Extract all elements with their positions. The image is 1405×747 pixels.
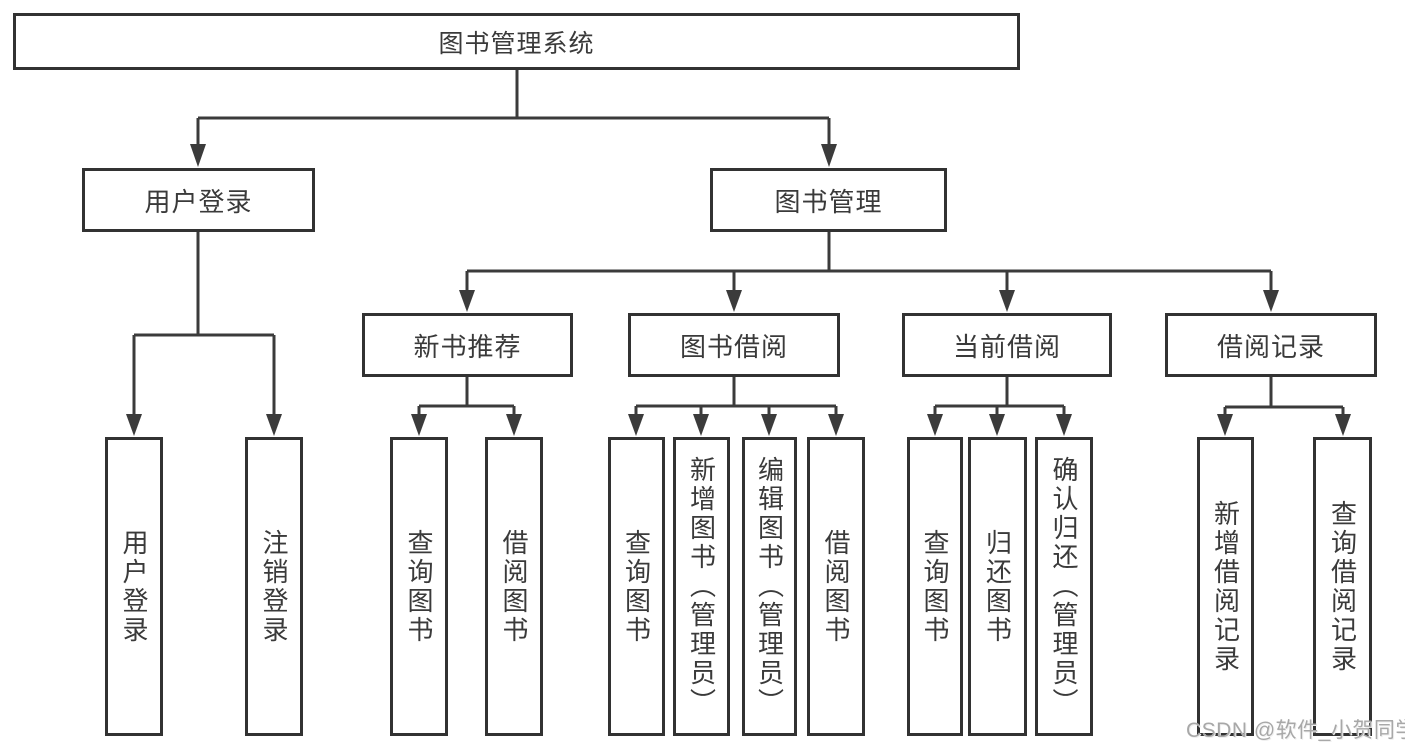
node-new-book-recommend: 新书推荐 [362,313,573,377]
node-borrow-record-label: 借阅记录 [1216,331,1325,362]
node-current-borrow: 当前借阅 [902,313,1112,377]
node-current-borrow-label: 当前借阅 [952,331,1061,362]
connector-book-management-to-level3 [459,232,1279,312]
leaf-logout-label: 注销登录 [259,528,289,645]
node-user-login: 用户登录 [82,168,315,232]
leaf-query-borrow-record: 查询借阅记录 [1313,437,1372,736]
leaf-query-borrow-record-label: 查询借阅记录 [1327,499,1358,674]
connector-new-book-to-leaves [411,377,522,436]
node-book-borrow-label: 图书借阅 [679,331,788,362]
leaf-add-borrow-record: 新增借阅记录 [1197,437,1254,736]
leaf-add-borrow-record-label: 新增借阅记录 [1210,499,1241,674]
leaf-borrow-books: 借阅图书 [807,437,865,736]
leaf-current-query-books-label: 查询图书 [920,528,950,645]
connector-user-login-to-leaves [126,232,282,436]
leaf-borrow-query-books: 查询图书 [608,437,665,736]
node-borrow-record: 借阅记录 [1165,313,1377,377]
node-root-label: 图书管理系统 [438,29,595,58]
leaf-edit-books-admin: 编辑图书（管理员） [742,437,797,736]
leaf-current-query-books: 查询图书 [907,437,963,736]
leaf-add-books-admin: 新增图书（管理员） [673,437,730,736]
leaf-user-login-label: 用户登录 [119,528,149,645]
leaf-newbook-borrow-books-label: 借阅图书 [499,528,529,645]
leaf-newbook-query-books: 查询图书 [390,437,448,736]
connector-root-to-level2 [190,70,837,167]
leaf-return-books: 归还图书 [968,437,1027,736]
leaf-logout: 注销登录 [245,437,303,736]
leaf-confirm-return-admin: 确认归还（管理员） [1035,437,1093,736]
leaf-newbook-query-books-label: 查询图书 [404,528,434,645]
leaf-newbook-borrow-books: 借阅图书 [485,437,543,736]
leaf-confirm-return-admin-label: 确认归还（管理员） [1049,456,1079,717]
node-root-system: 图书管理系统 [13,13,1020,70]
leaf-add-books-admin-label: 新增图书（管理员） [686,456,717,717]
node-user-login-label: 用户登录 [144,186,253,217]
connector-borrow-record-to-leaves [1217,377,1351,436]
node-new-book-recommend-label: 新书推荐 [413,331,522,362]
leaf-user-login: 用户登录 [105,437,163,736]
leaf-borrow-query-books-label: 查询图书 [621,528,652,645]
leaf-borrow-books-label: 借阅图书 [821,528,851,645]
connector-book-borrow-to-leaves [628,377,844,436]
leaf-edit-books-admin-label: 编辑图书（管理员） [754,456,785,717]
node-book-management-label: 图书管理 [774,186,883,217]
node-book-management: 图书管理 [710,168,947,232]
connector-current-borrow-to-leaves [927,377,1072,436]
csdn-watermark: CSDN @软件_小贺同学 [1186,719,1405,742]
node-book-borrow: 图书借阅 [628,313,840,377]
leaf-return-books-label: 归还图书 [982,528,1013,645]
